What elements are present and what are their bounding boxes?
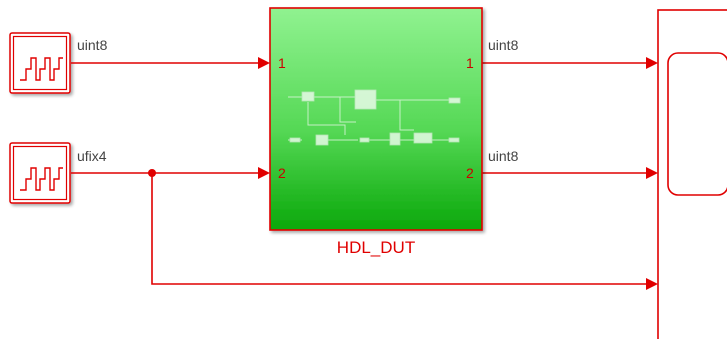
signal-wire-dut-out1-to-scope[interactable] [482,57,658,69]
hdl-dut-subsystem-block[interactable]: 1 2 1 2 [269,7,483,231]
scope-screen-icon [667,52,727,196]
branch-point [148,169,156,177]
staircase-icon [20,57,63,81]
signal-label-dut-out2: uint8 [488,148,519,164]
dut-block-name[interactable]: HDL_DUT [337,238,415,257]
subsystem-contents-icon [288,89,461,146]
signal-wire-src1-to-dut[interactable] [71,57,270,69]
dut-outport-1-label: 1 [466,55,474,71]
signal-source-block-2[interactable] [9,142,71,204]
scope-block[interactable] [657,9,727,339]
signal-wire-src2-to-dut[interactable] [71,167,270,179]
signal-source-block-1[interactable] [9,32,71,94]
signal-label-src1: uint8 [77,37,108,53]
dut-outport-2-label: 2 [466,165,474,181]
signal-label-src2: ufix4 [77,148,107,164]
staircase-icon [20,167,63,191]
dut-inport-1-label: 1 [278,55,286,71]
dut-inport-2-label: 2 [278,165,286,181]
signal-wire-branch-to-scope[interactable] [151,173,658,290]
signal-wire-dut-out2-to-scope[interactable] [482,167,658,179]
signal-label-dut-out1: uint8 [488,37,519,53]
